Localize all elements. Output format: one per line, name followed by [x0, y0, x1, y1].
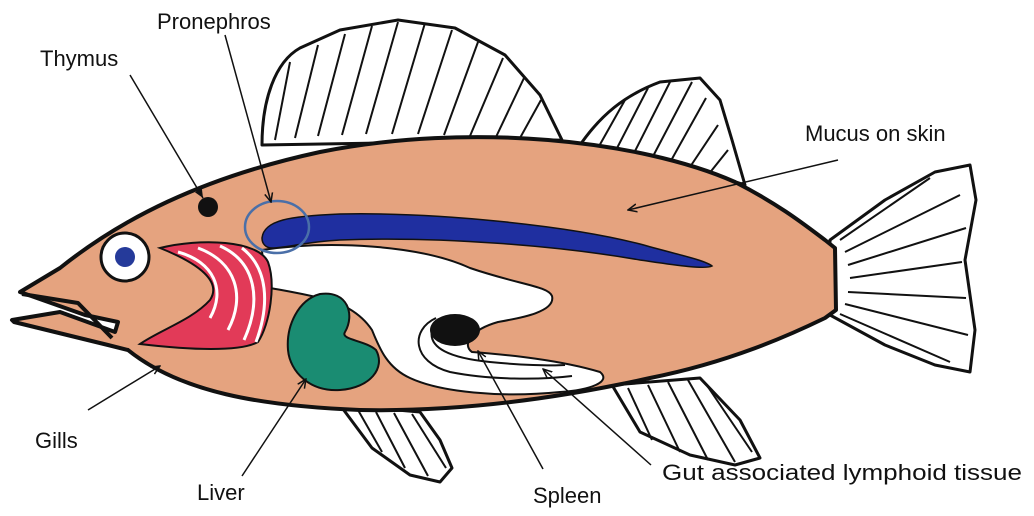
eye: [101, 233, 149, 281]
gills-leader: [88, 366, 160, 410]
caudal-fin: [830, 165, 976, 372]
label-liver: Liver: [197, 480, 245, 505]
label-pronephros: Pronephros: [157, 9, 271, 34]
label-thymus: Thymus: [40, 46, 118, 71]
anal-fin: [612, 378, 760, 465]
label-galt: Gut associated lymphoid tissue: [662, 460, 1022, 485]
label-gills: Gills: [35, 428, 78, 453]
spleen: [430, 314, 480, 346]
pelvic-fin: [340, 405, 452, 482]
label-mucus: Mucus on skin: [805, 121, 946, 146]
label-spleen: Spleen: [533, 483, 602, 508]
thymus: [198, 197, 218, 217]
dorsal-fin-front: [262, 20, 562, 145]
thymus-leader: [130, 75, 203, 198]
